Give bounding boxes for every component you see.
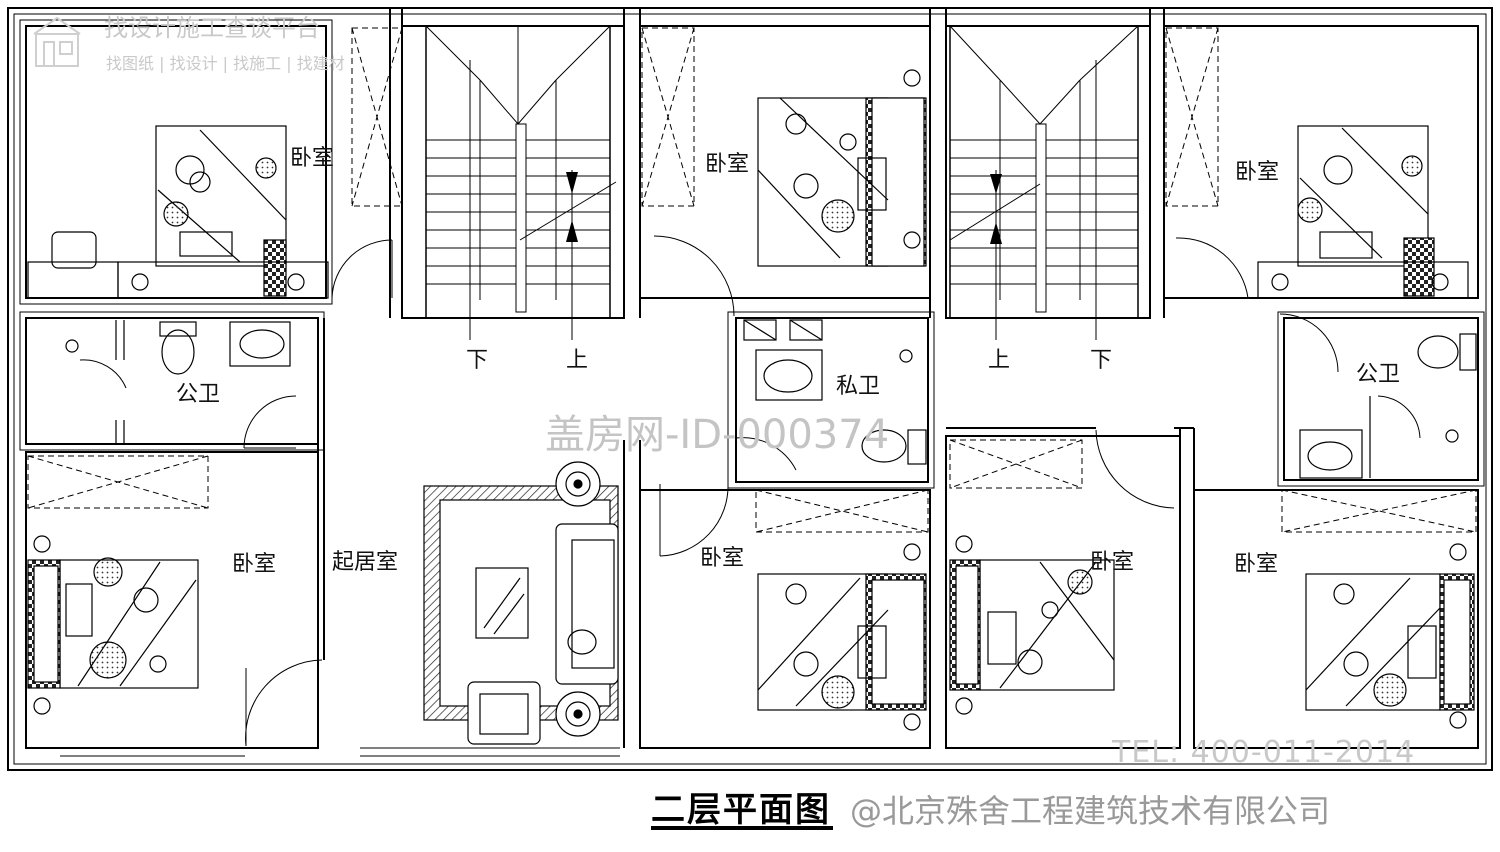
title-underline [651, 826, 833, 830]
company-name: @北京殊舍工程建筑技术有限公司 [850, 792, 1331, 830]
label-bath-public-right: 公卫 [1356, 362, 1401, 387]
label-bedroom-top-left: 卧室 [290, 146, 335, 171]
label-living-room: 起居室 [332, 550, 399, 575]
drawing-title: 二层平面图 [651, 790, 831, 830]
label-bath-public-left: 公卫 [176, 382, 221, 407]
label-bedroom-top-right: 卧室 [1235, 160, 1280, 185]
watermark-logo-icon [33, 16, 81, 67]
watermark-top-line2: 找图纸 | 找设计 | 找施工 | 找建材 [106, 54, 345, 73]
label-bath-private: 私卫 [836, 374, 881, 399]
label-stair-left-up: 上 [566, 348, 589, 373]
label-bedroom-lower-right: 卧室 [1234, 552, 1279, 577]
label-stair-right-up: 上 [988, 348, 1011, 373]
label-bedroom-top-mid: 卧室 [705, 152, 750, 177]
watermark-id: 盖房网-ID-000374 [545, 412, 890, 458]
label-bedroom-lower-mid: 卧室 [700, 546, 745, 571]
label-bedroom-lower-left: 卧室 [232, 552, 277, 577]
label-stair-left-down: 下 [466, 348, 489, 373]
label-bedroom-lower-midright: 卧室 [1090, 550, 1135, 575]
watermark-top-line1: 找设计施工查谈平台 [104, 14, 320, 42]
telephone-text: TEL: 400-011-2014 [1112, 735, 1416, 770]
label-stair-right-down: 下 [1090, 348, 1113, 373]
